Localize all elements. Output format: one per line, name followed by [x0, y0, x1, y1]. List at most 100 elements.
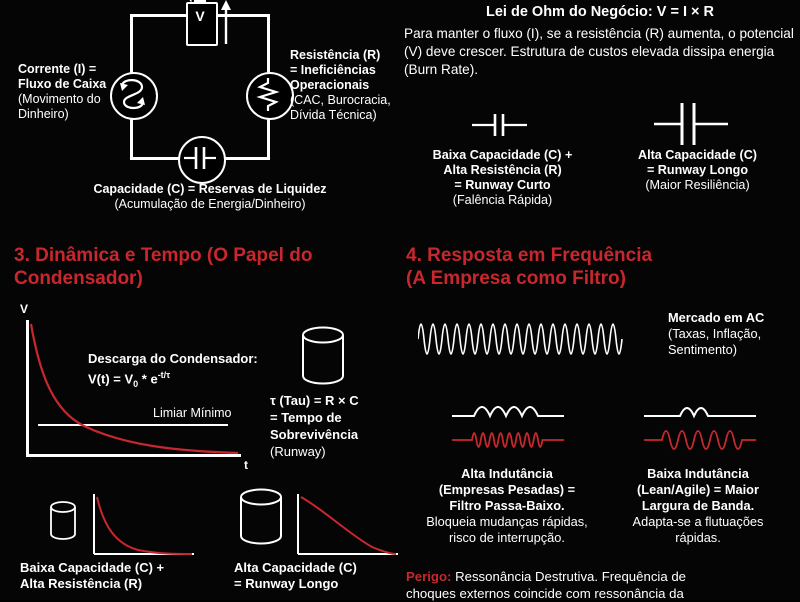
battery-terminal	[194, 0, 206, 2]
ohm-law-title: Lei de Ohm do Negócio: V = I × R	[485, 4, 714, 20]
current-label-title: Corrente (I) =	[18, 62, 97, 76]
low-inductor-icon	[644, 407, 756, 419]
chart-x-axis	[26, 454, 241, 457]
chart-y-axis	[26, 320, 29, 456]
large-cylinder-icon	[240, 488, 282, 545]
discharge-formula-equation: V(t) = V0 * e-t/τ	[88, 367, 288, 393]
tau-l4: (Runway)	[270, 444, 326, 459]
section4-title-l2: (A Empresa como Filtro)	[406, 268, 626, 289]
current-label-line4: Dinheiro)	[18, 107, 69, 121]
discharge-formula-title: Descarga do Condensador:	[88, 351, 258, 366]
discharge-curve	[29, 323, 239, 455]
section4-title-l1: 4. Resposta em Frequência	[406, 245, 653, 266]
capacity-label: Capacidade (C) = Reservas de Liquidez (A…	[40, 182, 380, 212]
low-ind-l5: rápidas.	[675, 530, 721, 545]
section4-header: 4. Resposta em Frequência (A Empresa com…	[406, 244, 796, 290]
high-inductance-output-wave	[452, 432, 564, 448]
low-capacity-l4: (Falência Rápida)	[452, 193, 553, 207]
mini-right-caption: Alta Capacidade (C) = Runway Longo	[234, 560, 414, 592]
resistance-label-title: Resistência (R)	[290, 48, 381, 62]
resistance-label-line4: (CAC, Burocracia,	[290, 93, 391, 107]
high-capacity-l1: Alta Capacidade (C)	[638, 148, 757, 162]
battery-symbol	[186, 2, 218, 46]
chart-y-axis-label: V	[20, 302, 29, 316]
capacity-label-subtitle: (Acumulação de Energia/Dinheiro)	[114, 197, 306, 211]
resistor-symbol	[246, 72, 294, 120]
tau-l3: Sobrevivência	[270, 427, 359, 442]
resistance-label-line2: = Ineficiências	[290, 63, 376, 77]
high-ind-l3: Filtro Passa-Baixo.	[449, 498, 565, 513]
small-cylinder-icon	[50, 501, 76, 540]
current-label: Corrente (I) = Fluxo de Caixa (Movimento…	[18, 62, 128, 122]
low-capacity-l3: = Runway Curto	[454, 178, 551, 192]
high-capacity-l3: (Maior Resiliência)	[645, 178, 750, 192]
market-ac-l1: Mercado em AC	[668, 310, 765, 325]
capacitor-plates-icon	[184, 147, 216, 169]
tau-caption: τ (Tau) = R × C = Tempo de Sobrevivência…	[270, 392, 398, 460]
mini-left-l1: Baixa Capacidade (C) +	[20, 560, 165, 575]
tau-cylinder-icon	[302, 326, 344, 385]
low-ind-l3: Largura de Banda.	[641, 498, 755, 513]
low-inductance-caption: Baixa Indutância (Lean/Agile) = Maior La…	[592, 466, 800, 546]
danger-l1: Ressonância Destrutiva. Frequência de	[451, 569, 687, 584]
mini-right-l1: Alta Capacidade (C)	[234, 560, 357, 575]
danger-l2: choques externos coincide com ressonânci…	[406, 586, 684, 601]
current-loop-icon	[120, 79, 145, 110]
tau-l1: τ (Tau) = R × C	[270, 393, 359, 408]
ac-waveform	[418, 323, 623, 355]
capacity-label-title: Capacidade (C) = Reservas de Liquidez	[93, 182, 327, 196]
low-ind-l2: (Lean/Agile) = Maior	[637, 482, 759, 497]
formula-sup: -t/τ	[157, 370, 171, 380]
resistance-label-line3: Operacionais	[290, 78, 370, 92]
low-capacity-l1: Baixa Capacidade (C) +	[432, 148, 573, 162]
chart-x-axis-label: t	[244, 458, 248, 472]
resistor-zigzag-icon	[256, 78, 280, 111]
section3-title-l1: 3. Dinâmica e Tempo (O Papel do	[14, 245, 313, 266]
circuit-diagram: (V) V	[0, 0, 400, 232]
low-ind-l1: Baixa Indutância	[647, 466, 749, 481]
market-ac-l3: Sentimento)	[668, 342, 737, 357]
tau-l2: = Tempo de	[270, 410, 342, 425]
small-capacitor-icon	[472, 114, 527, 136]
high-inductance-caption: Alta Indutância (Empresas Pesadas) = Fil…	[396, 466, 618, 546]
formula-pre: V(t) = V	[88, 371, 134, 387]
formula-mid: * e	[138, 371, 158, 387]
section3-header: 3. Dinâmica e Tempo (O Papel do Condensa…	[14, 244, 394, 290]
high-ind-l5: risco de interrupção.	[449, 530, 565, 545]
ohm-law-body: Para manter o fluxo (I), se a resistênci…	[404, 26, 794, 77]
resistance-label: Resistência (R) = Ineficiências Operacio…	[290, 48, 400, 123]
capacitor-symbol	[178, 136, 226, 184]
market-ac-l2: (Taxas, Inflação,	[668, 326, 762, 341]
mini-right-l2: = Runway Longo	[234, 576, 339, 591]
low-capacity-caption: Baixa Capacidade (C) + Alta Resistência …	[410, 148, 595, 208]
large-capacitor-icon	[654, 103, 728, 145]
low-inductance-output-wave	[644, 430, 756, 450]
section3-title-l2: Condensador)	[14, 268, 143, 289]
danger-label: Perigo:	[406, 569, 452, 584]
mini-left-caption: Baixa Capacidade (C) + Alta Resistência …	[20, 560, 220, 592]
high-ind-l1: Alta Indutância	[461, 466, 553, 481]
low-ind-l4: Adapta-se a flutuações	[632, 514, 764, 529]
chart-threshold-line	[38, 424, 228, 426]
discharge-formula: Descarga do Condensador: V(t) = V0 * e-t…	[88, 350, 288, 393]
mini-left-l2: Alta Resistência (R)	[20, 576, 143, 591]
high-capacity-caption: Alta Capacidade (C) = Runway Longo (Maio…	[600, 148, 795, 193]
high-ind-l2: (Empresas Pesadas) =	[438, 482, 576, 497]
high-capacity-l2: = Runway Longo	[646, 163, 749, 177]
battery-v-glyph: V	[195, 8, 205, 24]
danger-note: Perigo: Ressonância Destrutiva. Frequênc…	[406, 568, 798, 602]
current-label-line2: Fluxo de Caixa	[18, 77, 107, 91]
mini-chart-gentle	[297, 494, 398, 555]
formula-sub: 0	[133, 378, 139, 389]
chart-threshold-label: Limiar Mínimo	[153, 406, 232, 420]
battery-arrow-icon	[221, 0, 231, 44]
discharge-chart: V t Limiar Mínimo	[14, 302, 264, 472]
high-ind-l4: Bloqueia mudanças rápidas,	[426, 514, 588, 529]
danger-line1: Perigo: Ressonância Destrutiva. Frequênc…	[406, 568, 798, 585]
current-label-line3: (Movimento do	[18, 92, 101, 106]
low-capacity-l2: Alta Resistência (R)	[443, 163, 562, 177]
mini-chart-steep	[93, 494, 194, 555]
high-inductor-icon	[452, 406, 564, 419]
resistance-label-line5: Dívida Técnica)	[290, 108, 377, 122]
